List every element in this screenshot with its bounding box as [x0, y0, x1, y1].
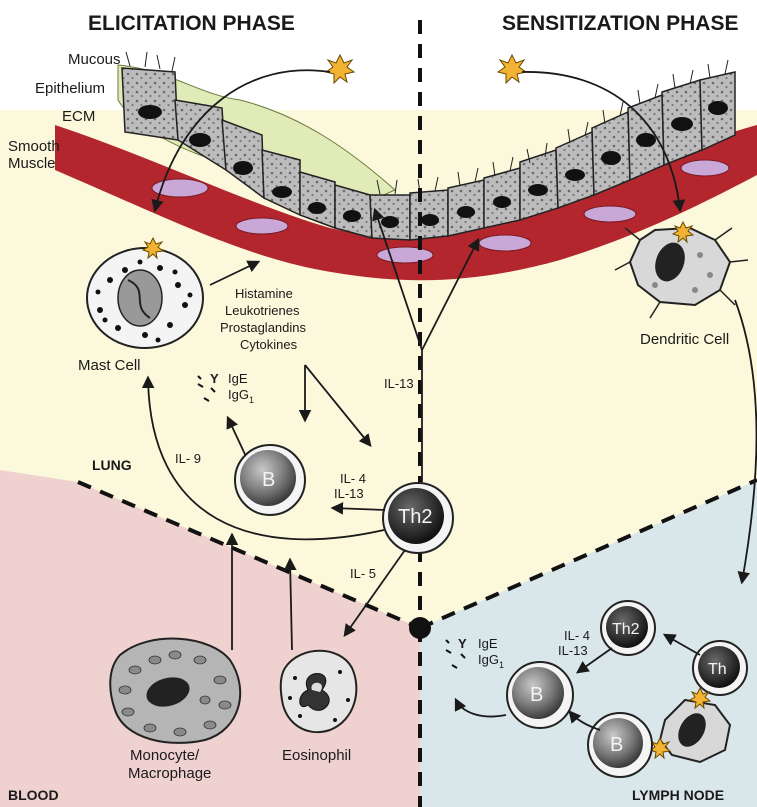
il5-label: IL- 5 [350, 566, 376, 581]
antibody-y-icon: Y [210, 371, 219, 386]
th2-cell-label: Th2 [398, 506, 432, 528]
th2-lymph-label: Th2 [612, 621, 640, 638]
antibody-y-lymph: Y [458, 636, 467, 651]
monocyte-label-line2: Macrophage [128, 765, 211, 782]
dendritic-cell-label: Dendritic Cell [640, 331, 729, 348]
il13-label: IL-13 [334, 486, 364, 501]
mediator-cytokines: Cytokines [240, 337, 298, 352]
il9-label: IL- 9 [175, 451, 201, 466]
sensitization-phase-header: SENSITIZATION PHASE [502, 12, 738, 35]
mucous-label: Mucous [68, 51, 121, 68]
center-junction [409, 617, 431, 639]
ecm-label: ECM [62, 108, 95, 125]
lymph-node-region-label: LYMPH NODE [632, 787, 724, 803]
blood-region-label: BLOOD [8, 787, 59, 803]
mast-cell-label: Mast Cell [78, 357, 141, 374]
muscle-label: Muscle [8, 155, 56, 172]
monocyte-label-line1: Monocyte/ [130, 747, 200, 764]
b-lymph-lower-label: B [610, 734, 623, 756]
ige-label: IgE [228, 371, 248, 386]
b-cell-label: B [262, 469, 275, 491]
elicitation-phase-header: ELICITATION PHASE [88, 12, 295, 35]
il4-lymph-label: IL- 4 [564, 628, 590, 643]
ige-lymph-label: IgE [478, 636, 498, 651]
smooth-label: Smooth [8, 138, 60, 155]
eosinophil-label: Eosinophil [282, 747, 351, 764]
epithelium-label: Epithelium [35, 80, 105, 97]
il13-lymph-label: IL-13 [558, 643, 588, 658]
lung-region-label: LUNG [92, 457, 132, 473]
eosinophil [281, 651, 357, 732]
b-lymph-upper-label: B [530, 684, 543, 706]
mediator-histamine: Histamine [235, 286, 293, 301]
monocyte-macrophage [110, 639, 240, 743]
mediator-prostaglandins: Prostaglandins [220, 320, 306, 335]
mediator-leukotrienes: Leukotrienes [225, 303, 300, 318]
il4-label: IL- 4 [340, 471, 366, 486]
il13-airway-label: IL-13 [384, 376, 414, 391]
th-cell-label: Th [708, 661, 727, 678]
